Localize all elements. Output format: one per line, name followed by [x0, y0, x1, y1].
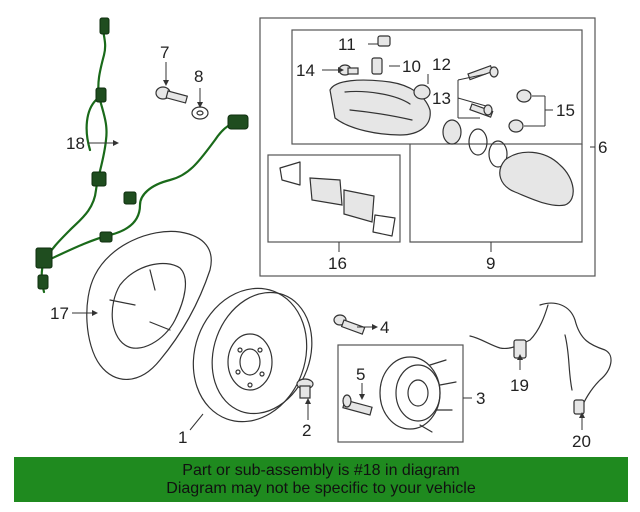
callout-1: 1 — [178, 428, 187, 447]
part-11-cap[interactable] — [377, 35, 391, 47]
hub-assembly-frame — [337, 344, 464, 443]
part-16-pad-clips[interactable] — [279, 161, 396, 237]
pad-kit-frame — [409, 144, 583, 243]
callout-13: 13 — [432, 89, 451, 108]
part-18-sensor-cable[interactable] — [35, 17, 249, 294]
part-3-hub-bearing[interactable] — [379, 356, 457, 433]
callout-5: 5 — [356, 365, 365, 384]
part-2-bolt[interactable] — [296, 378, 314, 399]
caliper-assembly-frame — [259, 17, 596, 277]
callout-2: 2 — [302, 421, 311, 440]
part-13-guide-pins[interactable] — [467, 65, 499, 118]
callout-16: 16 — [328, 254, 347, 273]
part-5-hub-bolt[interactable] — [342, 394, 373, 416]
callout-14: 14 — [296, 61, 315, 80]
part-8-washer[interactable] — [191, 106, 209, 120]
callout-15: 15 — [556, 101, 575, 120]
info-banner: Part or sub-assembly is #18 in diagram D… — [14, 457, 628, 502]
callout-17: 17 — [50, 304, 69, 323]
callout-labels: 18 17 1 2 3 4 5 6 7 8 9 10 11 12 13 14 1… — [50, 35, 607, 451]
part-12-boot[interactable] — [413, 84, 431, 100]
callout-7: 7 — [160, 43, 169, 62]
caliper-body[interactable] — [329, 79, 431, 136]
leader-arrowheads — [92, 67, 585, 418]
banner-line-2: Diagram may not be specific to your vehi… — [166, 480, 476, 497]
caliper-bracket[interactable] — [499, 151, 574, 207]
part-7-bolt[interactable] — [155, 86, 189, 104]
callout-6: 6 — [598, 138, 607, 157]
callout-4: 4 — [380, 318, 389, 337]
part-1-rotor[interactable] — [175, 272, 328, 437]
callout-11: 11 — [338, 35, 356, 54]
callout-9: 9 — [486, 254, 495, 273]
banner-line-1: Part or sub-assembly is #18 in diagram — [182, 462, 460, 479]
callout-8: 8 — [194, 67, 203, 86]
part-4-bolt[interactable] — [333, 314, 366, 335]
caliper-body-frame — [291, 29, 583, 145]
part-17-dust-shield[interactable] — [86, 230, 212, 380]
part-20-sensor-harness[interactable] — [539, 302, 612, 415]
callout-19: 19 — [510, 376, 529, 395]
part-10-bleeder[interactable] — [371, 57, 383, 75]
callout-18: 18 — [66, 134, 85, 153]
callout-20: 20 — [572, 432, 591, 451]
clip-kit-frame — [267, 154, 401, 243]
caliper-piston-seals[interactable] — [442, 119, 508, 168]
callout-12: 12 — [432, 55, 451, 74]
part-15-boots[interactable] — [508, 89, 532, 133]
part-19-wheel-speed-sensor[interactable] — [469, 304, 549, 359]
callout-10: 10 — [402, 57, 421, 76]
callout-3: 3 — [476, 389, 485, 408]
